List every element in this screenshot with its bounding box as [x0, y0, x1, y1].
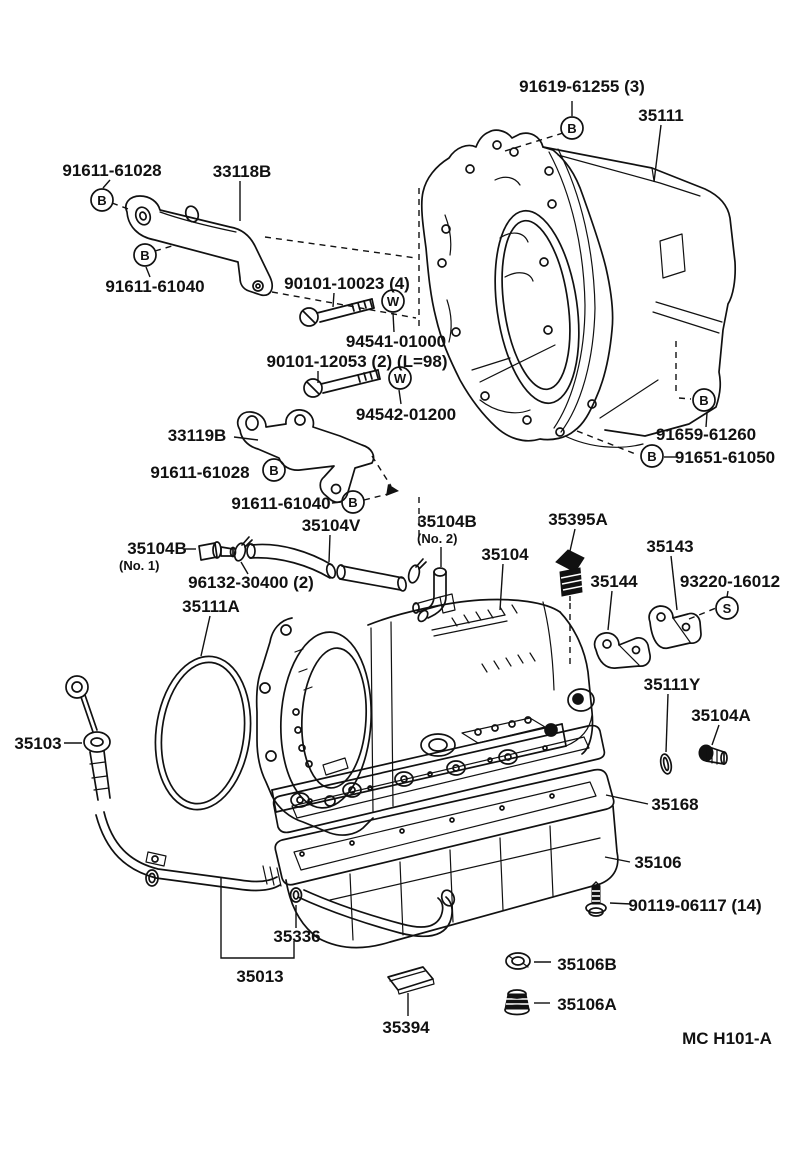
- svg-text:W: W: [394, 371, 407, 386]
- breather-35395a-drawing: [555, 549, 585, 601]
- part-label-35111: 35111: [638, 106, 683, 125]
- hose-clamp-2-drawing: [407, 558, 427, 584]
- part-label-35104b-no2: 35104B: [417, 512, 477, 531]
- transmission-case-drawing: [255, 593, 595, 836]
- svg-text:S: S: [723, 601, 732, 616]
- pan-gasket-35168-drawing: [272, 724, 606, 834]
- drawing-code: MC H101-A: [682, 1029, 772, 1048]
- bracket-33119b-drawing: [236, 409, 375, 503]
- part-label-91659-61260: 91659-61260: [656, 425, 756, 444]
- part-label-35104b-no1: 35104B: [127, 539, 187, 558]
- svg-text:B: B: [348, 495, 357, 510]
- part-label-91611-61028-upper: 91611-61028: [62, 161, 161, 180]
- screw-callout-s-icon: [715, 596, 739, 620]
- part-label-96132-30400: 96132-30400 (2): [188, 573, 314, 592]
- part-label-35143: 35143: [646, 537, 693, 556]
- part-label-35104b-no2-sub: (No. 2): [417, 531, 457, 546]
- part-label-35394: 35394: [382, 1018, 430, 1037]
- svg-text:B: B: [140, 248, 149, 263]
- part-label-35104a: 35104A: [691, 706, 751, 725]
- part-label-35144: 35144: [590, 572, 638, 591]
- part-label-91611-61040-upper: 91611-61040: [105, 277, 204, 296]
- bolt-90101-10023-drawing: [299, 298, 375, 327]
- part-label-35103: 35103: [14, 734, 61, 753]
- part-label-35013: 35013: [236, 967, 283, 986]
- oring-35111y-drawing: [659, 753, 673, 775]
- part-label-35111a: 35111A: [182, 597, 240, 616]
- part-label-35395a: 35395A: [548, 510, 608, 529]
- svg-text:B: B: [97, 193, 106, 208]
- projection-lines: [111, 132, 717, 664]
- part-label-33119b: 33119B: [168, 426, 227, 445]
- connector-35104b-no1-drawing: [198, 541, 237, 561]
- bracket-35143-drawing: [648, 605, 702, 650]
- svg-text:B: B: [269, 463, 278, 478]
- svg-text:B: B: [647, 449, 656, 464]
- part-label-35104b-no1-sub: (No. 1): [119, 558, 159, 573]
- washer-35106b-drawing: [505, 952, 531, 970]
- part-label-91619-61255: 91619-61255 (3): [519, 77, 645, 96]
- part-label-94542-01200: 94542-01200: [356, 405, 456, 424]
- pan-bolt-90119-drawing: [585, 881, 607, 917]
- bolt-callout-b-icon: [90, 116, 716, 514]
- washer-callout-w-icon: [381, 289, 412, 390]
- part-label-91651-61050: 91651-61050: [675, 448, 775, 467]
- part-label-91611-61028-lower: 91611-61028: [150, 463, 249, 482]
- hose-35104v-drawing: [246, 543, 407, 592]
- part-labels: 91619-61255 (3) 35111 91611-61028 33118B…: [14, 77, 780, 1048]
- part-label-93220-16012: 93220-16012: [680, 572, 780, 591]
- hose-clamp-1-drawing: [233, 536, 253, 562]
- part-label-90119-06117: 90119-06117 (14): [628, 896, 761, 915]
- connector-35104b-no2-drawing: [417, 567, 447, 623]
- oring-35111a-drawing: [154, 655, 252, 811]
- magnet-35394-drawing: [387, 966, 435, 995]
- svg-text:B: B: [567, 121, 576, 136]
- svg-text:W: W: [387, 294, 400, 309]
- part-label-35104v: 35104V: [302, 516, 361, 535]
- bracket-33118b-drawing: [125, 195, 273, 297]
- part-label-91611-61040-lower: 91611-61040: [231, 494, 330, 513]
- part-label-94541-01000: 94541-01000: [346, 332, 446, 351]
- part-label-35111y: 35111Y: [644, 675, 701, 694]
- bolt-90101-12053-drawing: [303, 369, 381, 398]
- part-label-35106a: 35106A: [557, 995, 617, 1014]
- part-label-90101-10023: 90101-10023 (4): [284, 274, 410, 293]
- part-label-35106: 35106: [634, 853, 681, 872]
- grommet-35336-drawing: [289, 887, 303, 903]
- bracket-35144-drawing: [593, 632, 651, 669]
- part-label-35104: 35104: [481, 545, 529, 564]
- part-label-35336: 35336: [273, 927, 320, 946]
- plug-35104a-drawing: [698, 744, 728, 765]
- part-label-35106b: 35106B: [557, 955, 617, 974]
- callout-markers: B B B B B B B W W S: [90, 116, 739, 620]
- drain-plug-35106a-drawing: [504, 989, 530, 1016]
- svg-text:B: B: [699, 393, 708, 408]
- leader-lines: [64, 101, 729, 1016]
- part-label-33118b: 33118B: [213, 162, 272, 181]
- bell-housing-drawing: [420, 129, 737, 448]
- part-label-35168: 35168: [651, 795, 698, 814]
- oil-pan-drawing: [274, 768, 619, 949]
- part-label-90101-12053: 90101-12053 (2) (L=98): [267, 352, 448, 371]
- dipstick-tube-drawing: [65, 675, 282, 892]
